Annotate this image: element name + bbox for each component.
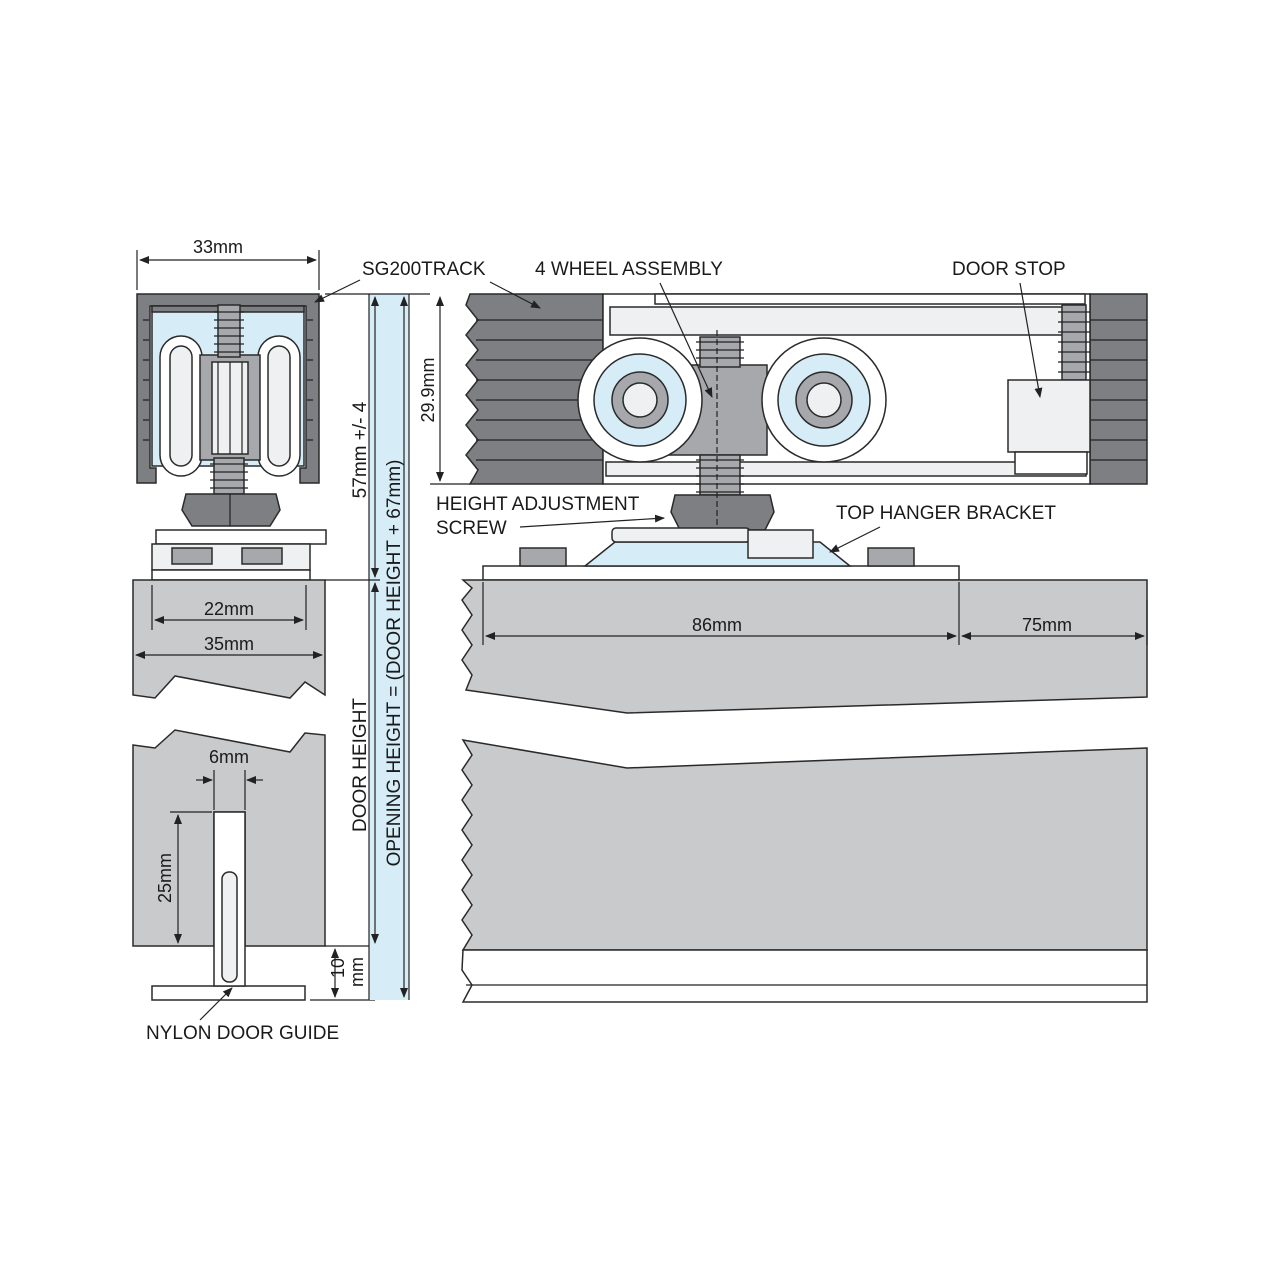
door-side-top	[461, 579, 1148, 714]
side-dimensions: 29.9mm 86mm 75mm	[418, 296, 1148, 645]
label-door-stop: DOOR STOP	[952, 259, 1066, 280]
dim-track-height: 29.9mm	[418, 357, 438, 422]
label-height-adjustment: HEIGHT ADJUSTMENT	[436, 494, 640, 515]
label-height-adjustment-screw: SCREW	[436, 518, 507, 539]
dim-door-thickness: 35mm	[204, 634, 254, 654]
label-track: SG200TRACK	[362, 259, 486, 280]
dim-bracket-width: 22mm	[204, 599, 254, 619]
door-side-bottom	[461, 738, 1148, 951]
height-bars: 57mm +/- 4 DOOR HEIGHT OPENING HEIGHT = …	[325, 293, 430, 1000]
dim-track-width: 33mm	[193, 237, 243, 257]
label-top-hanger-bracket: TOP HANGER BRACKET	[836, 503, 1056, 524]
dim-bracket-offset: 75mm	[1022, 615, 1072, 635]
wheel-pair-end	[159, 335, 301, 477]
label-nylon-door-guide: NYLON DOOR GUIDE	[146, 1023, 339, 1044]
label-door-height: DOOR HEIGHT	[350, 698, 371, 832]
left-dimensions: 33mm 22mm 35mm 6mm 25mm 10 mm	[135, 237, 375, 1001]
threaded-rod-end	[181, 304, 281, 527]
dim-floor-gap-1: 10	[328, 958, 348, 978]
nylon-door-guide-shape	[151, 811, 306, 1001]
track-side-right	[1089, 293, 1148, 485]
dim-floor-gap-2: mm	[347, 957, 367, 987]
dim-bracket-length: 86mm	[692, 615, 742, 635]
top-hanger-bracket-shape	[482, 527, 960, 581]
side-view	[461, 293, 1148, 1003]
dim-groove-width: 6mm	[209, 747, 249, 767]
door-end-top	[132, 579, 326, 699]
track-side-left	[465, 293, 604, 485]
wheel-assembly-side	[577, 337, 887, 463]
dim-guide-depth: 25mm	[155, 853, 175, 903]
door-stop-shape	[1007, 304, 1091, 475]
label-wheel-assembly: 4 WHEEL ASSEMBLY	[535, 259, 723, 280]
label-opening-height: OPENING HEIGHT = (DOOR HEIGHT + 67mm)	[384, 460, 405, 867]
bracket-end	[151, 529, 327, 581]
dim-hanger-height: 57mm +/- 4	[350, 401, 371, 498]
callouts: SG200TRACK 4 WHEEL ASSEMBLY DOOR STOP HE…	[146, 259, 1066, 1044]
